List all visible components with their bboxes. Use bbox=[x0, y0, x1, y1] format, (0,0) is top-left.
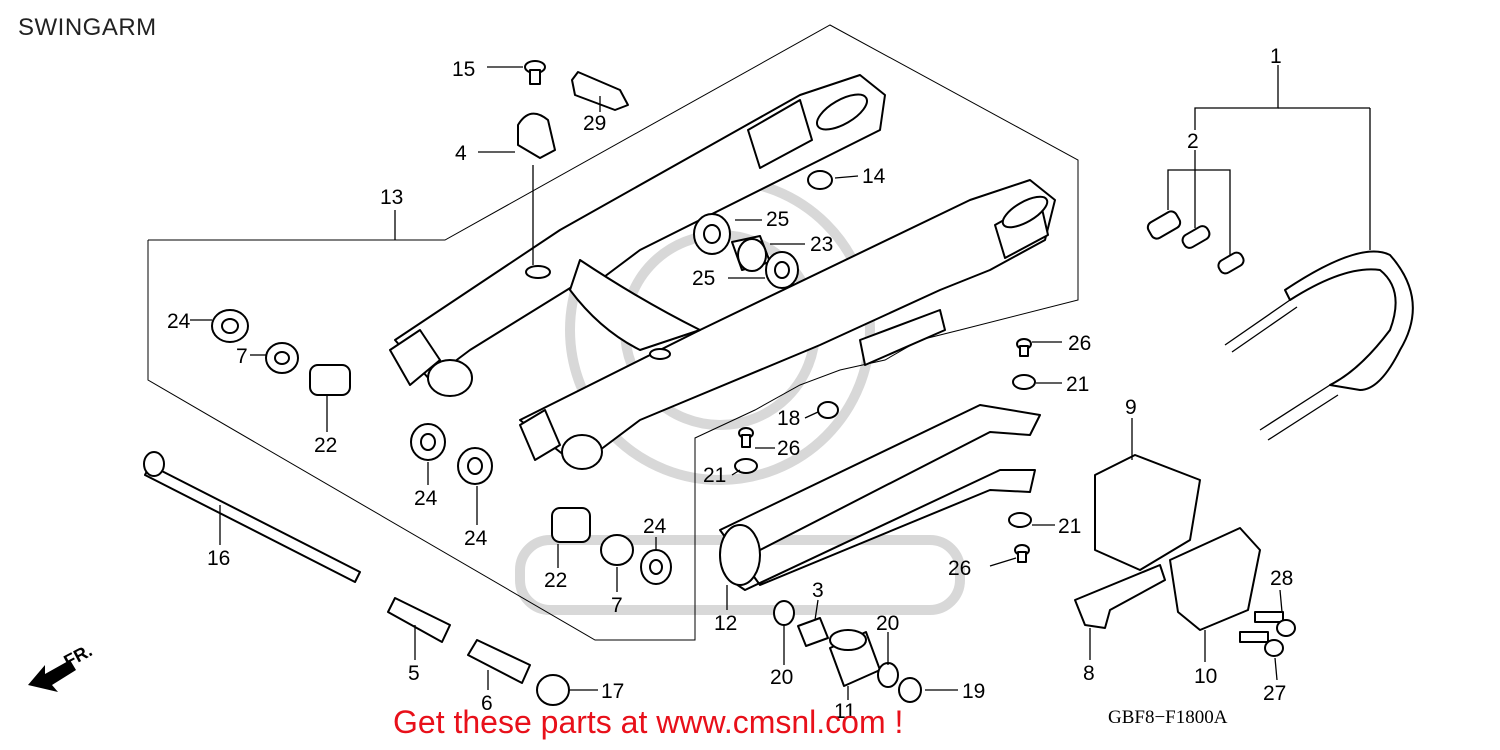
part-seal-24a bbox=[211, 309, 249, 343]
part-collar-29 bbox=[571, 71, 629, 111]
part-chain-slider-12 bbox=[719, 404, 1041, 591]
part-chain-1 bbox=[1224, 250, 1414, 441]
part-seal-24c bbox=[457, 447, 493, 485]
part-collar-5 bbox=[387, 597, 451, 643]
callout-21b: 21 bbox=[1066, 373, 1089, 396]
callout-25b: 25 bbox=[692, 267, 715, 290]
callout-5: 5 bbox=[408, 662, 420, 685]
callout-8: 8 bbox=[1083, 662, 1095, 685]
part-bearing-22b bbox=[551, 507, 591, 543]
callout-22a: 22 bbox=[314, 434, 337, 457]
part-bolt-28 bbox=[1254, 611, 1296, 637]
callout-4: 4 bbox=[455, 142, 467, 165]
part-bearing-22a bbox=[309, 364, 351, 396]
part-seal-24b bbox=[410, 423, 446, 461]
part-chain-guard-9 bbox=[1094, 454, 1201, 571]
part-nut-19 bbox=[898, 677, 922, 703]
part-bearing-23 bbox=[731, 235, 771, 272]
callout-2: 2 bbox=[1187, 130, 1199, 153]
callout-26c: 26 bbox=[948, 557, 971, 580]
callout-6: 6 bbox=[481, 692, 493, 715]
part-bolt-18 bbox=[817, 401, 839, 419]
callout-27: 27 bbox=[1263, 682, 1286, 705]
callout-11: 11 bbox=[834, 700, 856, 723]
part-clamp-4 bbox=[517, 112, 556, 159]
callout-15: 15 bbox=[452, 58, 475, 81]
callout-16: 16 bbox=[207, 547, 230, 570]
callout-12: 12 bbox=[714, 612, 737, 635]
callout-29: 29 bbox=[583, 112, 606, 135]
promo-link-text[interactable]: Get these parts at www.cmsnl.com ! bbox=[393, 704, 904, 740]
callout-28: 28 bbox=[1270, 567, 1293, 590]
part-pivot-bolt-16 bbox=[143, 451, 361, 583]
callout-19: 19 bbox=[962, 680, 985, 703]
part-bolt-26a bbox=[1016, 338, 1032, 357]
callout-labels: 1 2 13 15 4 29 14 25 23 25 24 7 22 24 24… bbox=[167, 45, 1293, 723]
callout-18: 18 bbox=[777, 407, 800, 430]
callout-13: 13 bbox=[380, 186, 403, 209]
part-bolt-27 bbox=[1239, 631, 1284, 657]
part-washer-20a bbox=[773, 600, 795, 626]
callout-7a: 7 bbox=[236, 345, 248, 368]
part-washer-21a bbox=[1012, 374, 1036, 390]
callout-22b: 22 bbox=[544, 569, 567, 592]
callout-7b: 7 bbox=[611, 594, 623, 617]
callout-21a: 21 bbox=[703, 464, 726, 487]
swingarm-body bbox=[389, 74, 1056, 470]
part-bolt-26b bbox=[738, 427, 754, 448]
part-bracket-10 bbox=[1169, 527, 1261, 631]
drawing-code: GBF8−F1800A bbox=[1108, 707, 1228, 728]
part-seal-25b bbox=[765, 251, 799, 289]
part-plug-14 bbox=[807, 170, 833, 190]
callout-23: 23 bbox=[810, 233, 833, 256]
diagram-title: SWINGARM bbox=[18, 14, 157, 41]
part-collar-7a bbox=[265, 342, 299, 374]
part-collar-3 bbox=[797, 617, 829, 647]
part-roller-11 bbox=[829, 629, 881, 687]
front-direction-arrow: FR. bbox=[28, 640, 95, 692]
callout-3: 3 bbox=[812, 579, 824, 602]
callout-24d: 24 bbox=[643, 515, 667, 538]
callout-1: 1 bbox=[1270, 45, 1282, 68]
callout-20a: 20 bbox=[770, 666, 793, 689]
part-seal-25a bbox=[693, 213, 731, 255]
callout-14: 14 bbox=[862, 165, 886, 188]
callout-26b: 26 bbox=[1068, 332, 1091, 355]
callout-20b: 20 bbox=[876, 612, 899, 635]
callout-21c: 21 bbox=[1058, 515, 1081, 538]
part-bolt-15 bbox=[524, 60, 546, 85]
callout-17: 17 bbox=[601, 680, 624, 703]
part-collar-6 bbox=[467, 639, 531, 684]
callout-24b: 24 bbox=[414, 487, 438, 510]
part-collar-7b bbox=[600, 534, 634, 566]
callout-24a: 24 bbox=[167, 310, 191, 333]
callout-26a: 26 bbox=[777, 437, 800, 460]
part-guard-8 bbox=[1074, 564, 1166, 629]
part-joint-2 bbox=[1146, 210, 1245, 275]
part-seal-24d bbox=[640, 549, 672, 585]
leader-lines bbox=[190, 65, 1371, 700]
part-nut-17 bbox=[536, 674, 570, 706]
callout-9: 9 bbox=[1125, 396, 1137, 419]
callout-24c: 24 bbox=[464, 527, 488, 550]
part-bolt-26c bbox=[1014, 544, 1030, 563]
part-washer-21b bbox=[734, 458, 758, 474]
callout-25a: 25 bbox=[766, 208, 789, 231]
part-washer-20b bbox=[877, 662, 899, 688]
callout-10: 10 bbox=[1194, 665, 1217, 688]
part-washer-21c bbox=[1008, 512, 1032, 528]
